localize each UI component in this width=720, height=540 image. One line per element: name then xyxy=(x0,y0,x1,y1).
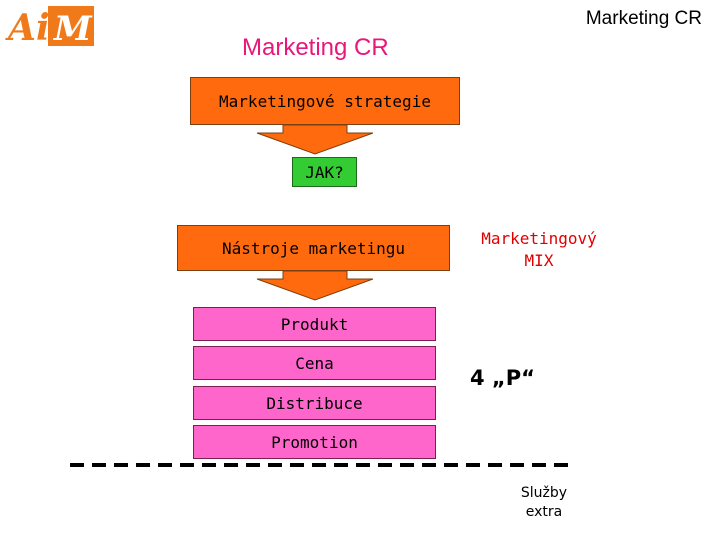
p-box-label: Promotion xyxy=(271,432,358,452)
p-box-label: Produkt xyxy=(280,314,349,334)
down-arrow-icon xyxy=(256,271,374,301)
aim-logo-icon: A i M xyxy=(5,6,94,49)
mix-label-line1: Marketingový xyxy=(481,229,597,248)
logo-letter-m: M xyxy=(53,9,93,49)
p-box-label: Distribuce xyxy=(266,393,363,413)
extra-services-label: Služby extra xyxy=(500,484,588,522)
down-arrow-icon xyxy=(256,125,374,155)
logo-letter-a: A xyxy=(5,7,36,49)
strategy-box: Marketingové strategie xyxy=(190,77,460,125)
question-label: JAK? xyxy=(305,162,344,182)
p-box-distribution: Distribuce xyxy=(193,386,436,420)
corner-title: Marketing CR xyxy=(585,8,702,29)
logo-block xyxy=(48,6,94,46)
marketing-mix-label: Marketingový MIX xyxy=(458,228,620,272)
mix-label-line2: MIX xyxy=(524,251,554,270)
tools-label: Nástroje marketingu xyxy=(221,238,406,258)
logo-letter-i: i xyxy=(36,7,50,49)
extra-label-line1: Služby xyxy=(520,485,568,501)
extra-label-line2: extra xyxy=(525,504,563,520)
strategy-label: Marketingové strategie xyxy=(219,91,431,111)
p-box-product: Produkt xyxy=(193,307,436,341)
tools-box: Nástroje marketingu xyxy=(177,225,450,271)
p-box-label: Cena xyxy=(295,353,334,373)
four-p-label: 4 „P“ xyxy=(470,366,535,390)
page-title: Marketing CR xyxy=(242,34,389,61)
dashed-divider xyxy=(70,463,570,467)
p-box-price: Cena xyxy=(193,346,436,380)
question-box: JAK? xyxy=(292,157,357,187)
p-box-promotion: Promotion xyxy=(193,425,436,459)
